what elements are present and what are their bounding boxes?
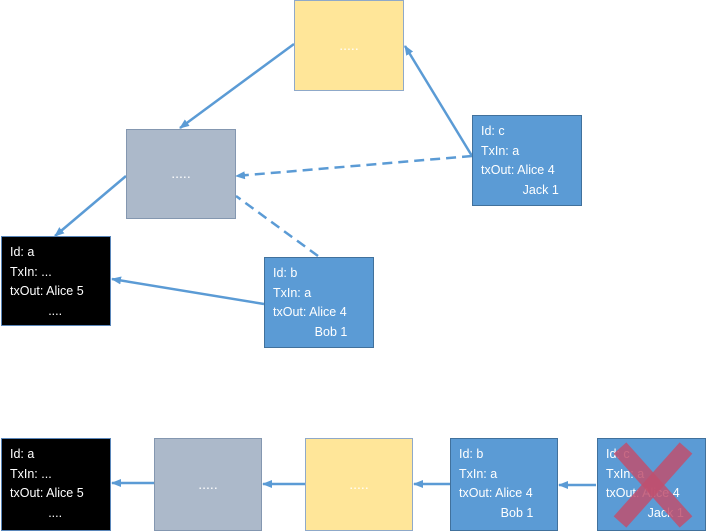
bottom-tx-b-txout-bob: Bob 1: [459, 505, 534, 520]
top-grey-block: .....: [126, 129, 236, 219]
bottom-yellow-block-text: .....: [349, 475, 369, 492]
bottom-grey-block: .....: [154, 438, 262, 531]
top-grey-block-text: .....: [171, 165, 191, 182]
bottom-tx-a: Id: a TxIn: ... txOut: Alice 5 ....: [1, 438, 111, 531]
bottom-tx-a-txin: TxIn: ...: [10, 466, 52, 481]
tx-b-txin: TxIn: a: [273, 285, 312, 300]
bottom-tx-b-txin: TxIn: a: [459, 466, 498, 481]
tx-b-id: Id: b: [273, 266, 298, 280]
bottom-tx-a-txout-more: ....: [10, 505, 63, 520]
bottom-grey-block-text: .....: [198, 475, 218, 492]
bottom-tx-a-id: Id: a: [10, 447, 35, 461]
tx-a-txin: TxIn: ...: [10, 264, 52, 279]
top-yellow-block-text: .....: [339, 36, 359, 53]
tx-c-id: Id: c: [481, 124, 505, 138]
tx-c-txin: TxIn: a: [481, 143, 520, 158]
tx-b-txout-bob: Bob 1: [273, 324, 348, 339]
top-tx-c: Id: c TxIn: a txOut: Alice 4 Jack 1: [472, 115, 582, 206]
bottom-tx-b-txout: txOut: Alice 4: [459, 486, 533, 500]
tx-b-txout: txOut: Alice 4: [273, 305, 347, 319]
bottom-tx-a-txout: txOut: Alice 5: [10, 486, 84, 500]
dash-b-to-grey: [235, 194, 319, 258]
arrow-c-to-grey-dashed: [235, 154, 473, 180]
top-tx-a: Id: a TxIn: ... txOut: Alice 5 ....: [1, 236, 111, 326]
tx-a-txout-more: ....: [10, 303, 63, 318]
tx-c-txout-jack: Jack 1: [481, 182, 559, 197]
bottom-yellow-block: .....: [305, 438, 413, 531]
arrow-yellow-to-grey: [179, 42, 295, 130]
bottom-tx-b: Id: b TxIn: a txOut: Alice 4 Bob 1: [450, 438, 558, 531]
tx-a-id: Id: a: [10, 245, 35, 259]
arrow-b-to-a: [111, 276, 265, 306]
tx-c-txout: txOut: Alice 4: [481, 163, 555, 177]
tx-a-txout: txOut: Alice 5: [10, 284, 84, 298]
top-tx-b: Id: b TxIn: a txOut: Alice 4 Bob 1: [264, 257, 374, 348]
arrow-grey-to-a: [54, 175, 127, 237]
bottom-tx-b-id: Id: b: [459, 447, 484, 461]
arrow-c-to-yellow: [403, 45, 474, 157]
top-yellow-block: .....: [294, 0, 404, 91]
x-cross-icon: [613, 442, 693, 528]
